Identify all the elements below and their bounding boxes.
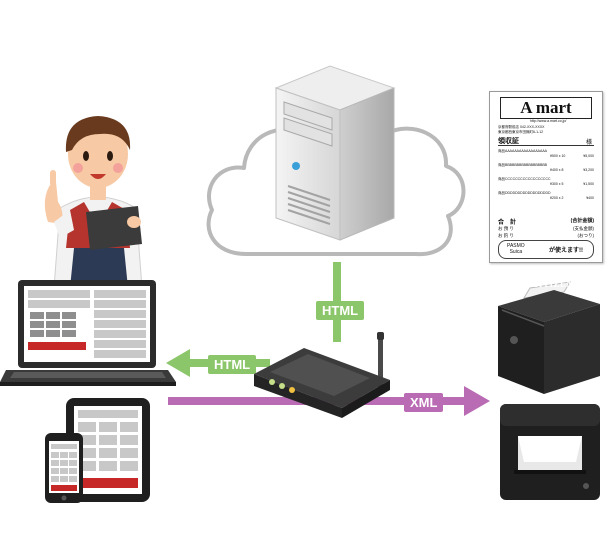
- receipt-ic-card-badge: PASMO Suica が使えます!!: [498, 240, 594, 259]
- receipt-title: 領収証: [498, 138, 519, 145]
- receipt-url: http://www.a.mart.co.jp/: [530, 119, 567, 123]
- staff-person-icon: [44, 116, 143, 288]
- receipt-deposit-label: お 預 り: [498, 226, 515, 231]
- smartphone-icon: [45, 433, 83, 503]
- receipt-item-name: 商品BBBBBBBBBBBBBBBBBB: [498, 163, 548, 167]
- html-label-vertical: HTML: [316, 301, 365, 320]
- laptop-icon: [0, 280, 176, 386]
- suica-text: Suica: [509, 249, 523, 255]
- receipt: A mart http://www.a.mart.co.jp/ 京都府駅前店 0…: [489, 91, 603, 263]
- receipt-logo: A mart: [500, 97, 592, 119]
- receipt-shop-line: 東京都西東京市田無町6-1-12: [498, 129, 544, 134]
- pasmo-suica-logo: PASMO Suica: [507, 243, 525, 255]
- receipt-item-name: 商品CCCCCCCCCCCCCCCCCC: [498, 177, 551, 181]
- receipt-item-amount: ¥5,000: [583, 154, 594, 158]
- xml-label: XML: [404, 393, 444, 412]
- receipt-shop-info: 京都府駅前店 042-XXX-XXXX 東京都西東京市田無町6-1-12: [498, 125, 544, 134]
- receipt-name-underline: [498, 145, 594, 146]
- receipt-item-name: 商品DDDDDDDDDDDDDDDDDD: [498, 191, 551, 195]
- receipt-change-label: お 釣 り: [498, 233, 515, 238]
- receipt-total-row: 合 計 (合計金額): [498, 217, 594, 226]
- receipt-total-value: (合計金額): [570, 218, 594, 224]
- receipt-item-amount: ¥400: [586, 196, 594, 200]
- html-arrow-head: [166, 349, 190, 377]
- receipt-deposit-row: お 預 り (支払金額): [498, 226, 594, 232]
- receipt-honorific: 様: [586, 140, 593, 146]
- receipt-printer-icon: [498, 281, 600, 394]
- server-icon: [274, 65, 396, 241]
- receipt-change-row: お 釣 り (おつり): [498, 233, 594, 239]
- xml-arrow-head: [464, 386, 490, 416]
- receipt-shop-line: 京都府駅前店 042-XXX-XXXX: [498, 125, 545, 129]
- receipt-change-value: (おつり): [577, 233, 595, 238]
- tablet-icon: [66, 398, 150, 502]
- receipt-printer-front-icon: [500, 404, 600, 500]
- receipt-item-amount: ¥3,200: [583, 168, 594, 172]
- receipt-item-name: 商品AAAAAAAAAAAAAAAAAA: [498, 149, 548, 153]
- router-icon: [254, 332, 390, 418]
- receipt-item-detail: ¥500 x 10: [550, 154, 566, 158]
- html-label-horizontal: HTML: [208, 355, 257, 374]
- receipt-total-label: 合 計: [498, 220, 517, 226]
- ic-card-message: が使えます!!: [549, 248, 583, 254]
- receipt-item-detail: ¥400 x 8: [550, 168, 564, 172]
- receipt-item-amount: ¥1,500: [583, 182, 594, 186]
- pasmo-text: PASMO: [507, 243, 525, 249]
- receipt-item-detail: ¥300 x 5: [550, 182, 564, 186]
- receipt-item-detail: ¥200 x 2: [550, 196, 564, 200]
- printer-brand: CITIZEN: [532, 279, 574, 289]
- receipt-deposit-value: (支払金額): [573, 226, 594, 231]
